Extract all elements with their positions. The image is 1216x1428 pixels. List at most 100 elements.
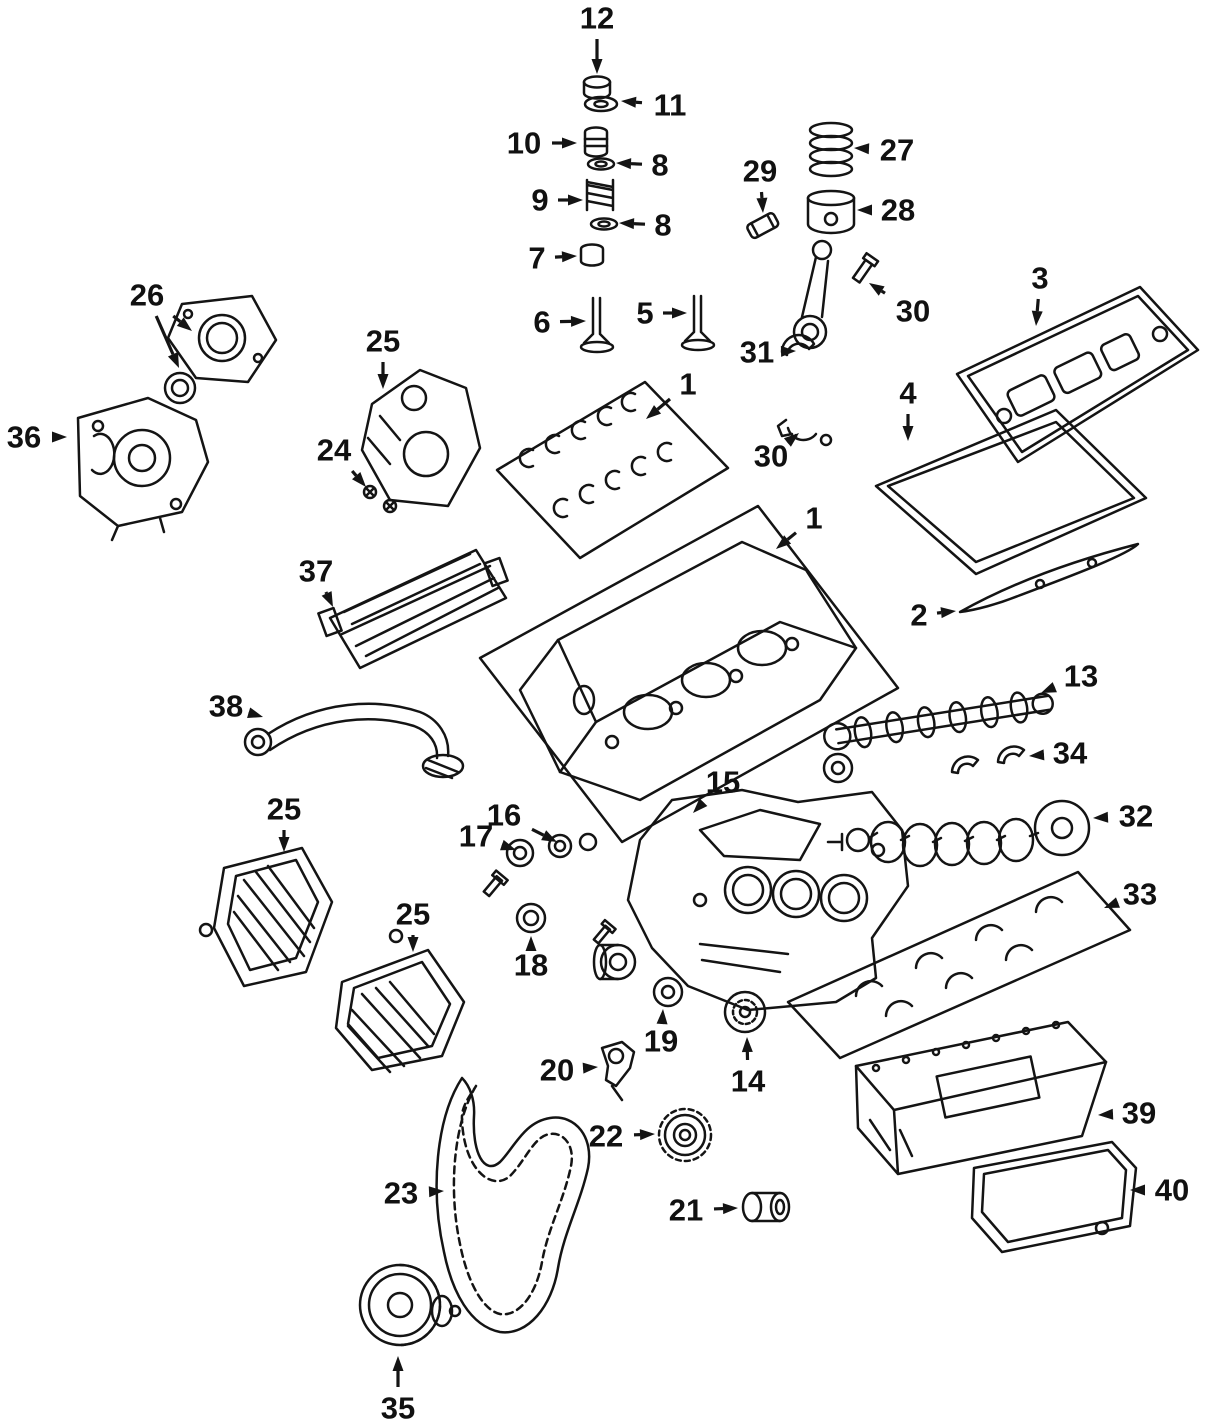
callout-arrowhead-11	[621, 96, 637, 108]
callout-label-38: 38	[209, 689, 243, 724]
callout-arrowhead-2	[940, 607, 956, 619]
engine-block	[626, 788, 910, 1012]
callout-arrowhead-31	[780, 345, 796, 357]
oil-pan-upper	[854, 1020, 1108, 1176]
camshaft-sprocket-end	[822, 752, 854, 784]
callout-label-25: 25	[396, 897, 430, 932]
guide-roller	[741, 1191, 791, 1223]
spring-seat-upper	[586, 157, 616, 171]
callout-label-27: 27	[880, 133, 914, 168]
callout-arrow-37	[324, 591, 329, 595]
callout-arrowhead-6	[570, 315, 586, 327]
callout-label-34: 34	[1053, 736, 1088, 771]
cylinder-head	[518, 540, 858, 802]
callout-arrow-16	[531, 827, 545, 837]
callout-label-3: 3	[1031, 261, 1048, 296]
callout-arrowhead-1	[646, 405, 662, 419]
valve-cover-gasket	[874, 408, 1148, 576]
callout-arrow-26	[154, 315, 175, 355]
timing-cover-upper	[360, 368, 482, 508]
callout-arrowhead-40	[1130, 1184, 1145, 1196]
callout-label-35: 35	[381, 1391, 415, 1426]
callout-label-28: 28	[881, 193, 915, 228]
cylinder-head-box	[478, 504, 900, 844]
callout-arrowhead-30	[869, 283, 885, 296]
oil-pump	[76, 396, 210, 542]
callout-arrowhead-30	[783, 433, 799, 447]
engine-valve-left	[579, 296, 615, 354]
callout-arrowhead-36	[52, 431, 67, 443]
callout-arrowhead-27	[854, 143, 870, 155]
callout-arrowhead-15	[693, 798, 708, 813]
crank-sprocket	[657, 1107, 713, 1163]
piston-pin	[746, 212, 780, 240]
valve-cover	[955, 285, 1200, 464]
callout-arrowhead-9	[568, 194, 583, 206]
oil-pan-lower	[970, 1140, 1138, 1254]
callout-arrowhead-34	[1029, 749, 1045, 761]
callout-label-22: 22	[589, 1119, 623, 1154]
callout-arrow-30	[880, 289, 886, 295]
callout-arrowhead-35	[392, 1356, 404, 1371]
callout-label-8: 8	[654, 208, 671, 243]
callout-label-32: 32	[1119, 799, 1153, 834]
thrust-washers	[950, 745, 1026, 775]
callout-arrowhead-22	[639, 1129, 655, 1141]
callout-label-30: 30	[754, 439, 788, 474]
callout-label-19: 19	[644, 1024, 678, 1059]
callout-arrowhead-4	[902, 426, 914, 441]
callout-arrowhead-28	[857, 204, 872, 216]
callout-label-10: 10	[507, 126, 541, 161]
callout-arrowhead-29	[756, 197, 768, 213]
callout-label-16: 16	[487, 798, 521, 833]
callout-arrowhead-5	[672, 307, 687, 319]
callout-label-11: 11	[654, 88, 687, 123]
callout-arrow-8	[630, 162, 643, 166]
callout-arrowhead-38	[247, 707, 263, 718]
callout-arrowhead-32	[1093, 811, 1109, 823]
callout-arrowhead-12	[591, 59, 603, 74]
callout-label-29: 29	[743, 154, 777, 189]
main-bearing-set-box	[786, 870, 1132, 1060]
piston	[806, 189, 856, 235]
callout-label-1: 1	[679, 367, 696, 402]
callout-arrowhead-1	[776, 535, 792, 549]
valve-seal-cup	[579, 243, 605, 267]
callout-label-37: 37	[299, 554, 333, 589]
callout-arrowhead-39	[1098, 1108, 1114, 1120]
callout-label-9: 9	[531, 183, 548, 218]
callout-arrow-8	[633, 222, 646, 226]
callout-label-8: 8	[651, 148, 668, 183]
callout-arrowhead-26	[167, 352, 179, 368]
callout-arrowhead-21	[722, 1203, 738, 1215]
callout-label-18: 18	[514, 948, 548, 983]
callout-label-40: 40	[1155, 1173, 1189, 1208]
callout-arrowhead-17	[500, 839, 516, 851]
callout-arrowhead-16	[541, 830, 557, 842]
callout-arrowhead-8	[616, 158, 632, 170]
callout-arrowhead-24	[352, 472, 366, 487]
callout-label-12: 12	[580, 1, 614, 36]
callout-label-4: 4	[899, 376, 917, 411]
callout-arrowhead-10	[562, 137, 577, 149]
rod-bearing-cap	[776, 418, 833, 447]
callout-label-31: 31	[740, 335, 774, 370]
callout-arrow-26	[172, 314, 182, 323]
bolt-pair	[362, 484, 398, 514]
valve-stem-seal	[583, 126, 609, 158]
piston-ring-set	[808, 121, 854, 178]
callout-label-2: 2	[910, 598, 927, 633]
callout-arrowhead-13	[1041, 682, 1057, 693]
callout-label-26: 26	[130, 278, 164, 313]
callout-arrowhead-8	[619, 218, 635, 230]
rod-bolt	[851, 251, 880, 284]
callout-arrowhead-23	[428, 1186, 444, 1198]
callout-arrowhead-19	[656, 1009, 668, 1025]
bolt-front-cover	[482, 869, 509, 898]
oil-pickup-tube	[243, 702, 465, 780]
crankshaft	[826, 799, 1091, 868]
callout-label-13: 13	[1064, 659, 1098, 694]
